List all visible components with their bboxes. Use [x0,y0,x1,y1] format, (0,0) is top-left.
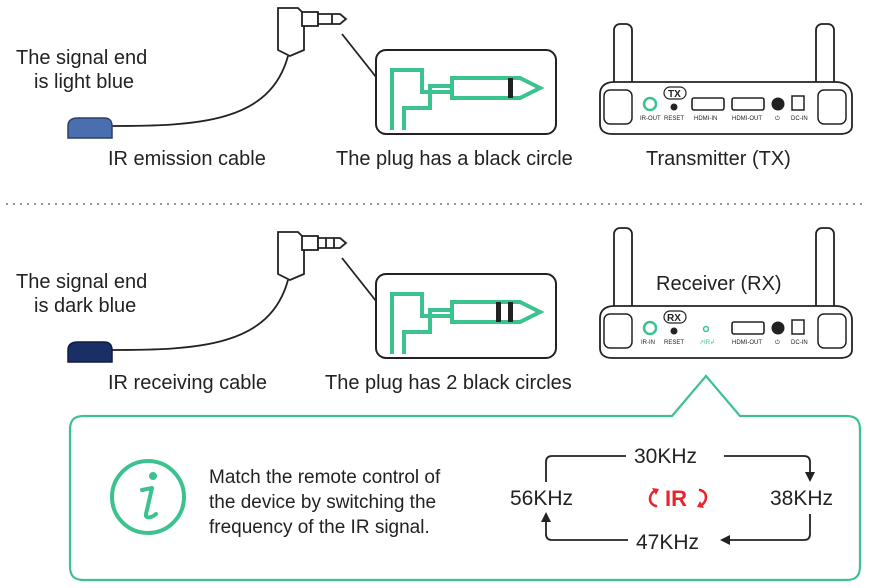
ir-receiving-cable-label: IR receiving cable [108,372,267,394]
tx-ir-out-port [642,96,658,112]
svg-text:HDMI-IN: HDMI-IN [694,116,717,122]
svg-text:⏻: ⏻ [775,339,780,346]
tx-reset-button [670,103,678,111]
rx-ir-led [702,325,710,333]
info-text-line1: Match the remote control of [209,467,441,488]
rx-section: The signal end is dark blue IR receiving… [16,227,853,394]
plug-two-circles-label: The plug has 2 black circles [325,372,572,394]
tx-hdmi-out-port [731,97,765,111]
dark-blue-signal-end [67,341,113,363]
light-blue-signal-end [67,117,113,139]
rx-reset-button [670,327,678,335]
svg-text:HDMI-OUT: HDMI-OUT [732,116,762,122]
svg-text:RESET: RESET [664,340,684,346]
freq-38khz: 38KHz [770,487,833,510]
freq-56khz: 56KHz [510,487,573,510]
ir-emission-cable-label: IR emission cable [108,148,266,170]
tx-section: The signal end is light blue IR emission… [16,7,853,170]
rx-power-port [771,321,785,335]
svg-text:IR-OUT: IR-OUT [640,116,661,122]
rx-dc-in-port [791,319,805,335]
rx-badge [663,310,687,324]
info-text-line2: the device by switching the [209,492,436,513]
info-icon [110,459,186,535]
freq-47khz: 47KHz [636,531,699,554]
ir-cycle-icon: IR [648,486,708,511]
info-text-line3: frequency of the IR signal. [209,517,430,538]
svg-text:RX: RX [667,313,681,324]
plug-one-circle-label: The plug has a black circle [336,148,573,170]
receiver-label: Receiver (RX) [656,273,782,295]
tx-badge [663,86,687,100]
svg-text:DC-IN: DC-IN [791,340,808,346]
tx-signal-text-line2: is light blue [34,71,134,93]
svg-text:↗IR↲: ↗IR↲ [699,339,715,346]
tx-power-port [771,97,785,111]
receiver-device: Receiver (RX) RX IR-IN RESET ↗IR↲ HDMI-O… [599,227,853,359]
svg-text:⏻: ⏻ [775,115,780,122]
svg-text:RESET: RESET [664,116,684,122]
freq-30khz: 30KHz [634,445,697,468]
rx-signal-text-line1: The signal end [16,271,147,293]
info-panel: Match the remote control of the device b… [68,374,862,582]
svg-text:DC-IN: DC-IN [791,116,808,122]
tx-dc-in-port [791,95,805,111]
rx-ir-in-port [642,320,658,336]
rx-signal-text-line2: is dark blue [34,295,136,317]
ir-receiving-cable-drawing [67,231,348,363]
ir-emission-cable-drawing [67,7,348,139]
svg-text:IR-IN: IR-IN [641,340,655,346]
plug-one-circle-zoom [375,49,557,135]
ir-label: IR [665,486,687,511]
tx-hdmi-in-port [691,97,725,111]
tx-signal-text-line1: The signal end [16,47,147,69]
rx-hdmi-out-port [731,321,765,335]
plug-two-circles-zoom [375,273,557,359]
svg-text:HDMI-OUT: HDMI-OUT [732,340,762,346]
svg-text:TX: TX [668,89,681,100]
transmitter-label: Transmitter (TX) [646,148,791,170]
transmitter-device: TX IR-OUT RESET HDMI-IN HDMI-OUT ⏻ DC-IN [599,23,853,135]
frequency-cycle: 30KHz 38KHz 47KHz 56KHz IR [510,445,833,554]
